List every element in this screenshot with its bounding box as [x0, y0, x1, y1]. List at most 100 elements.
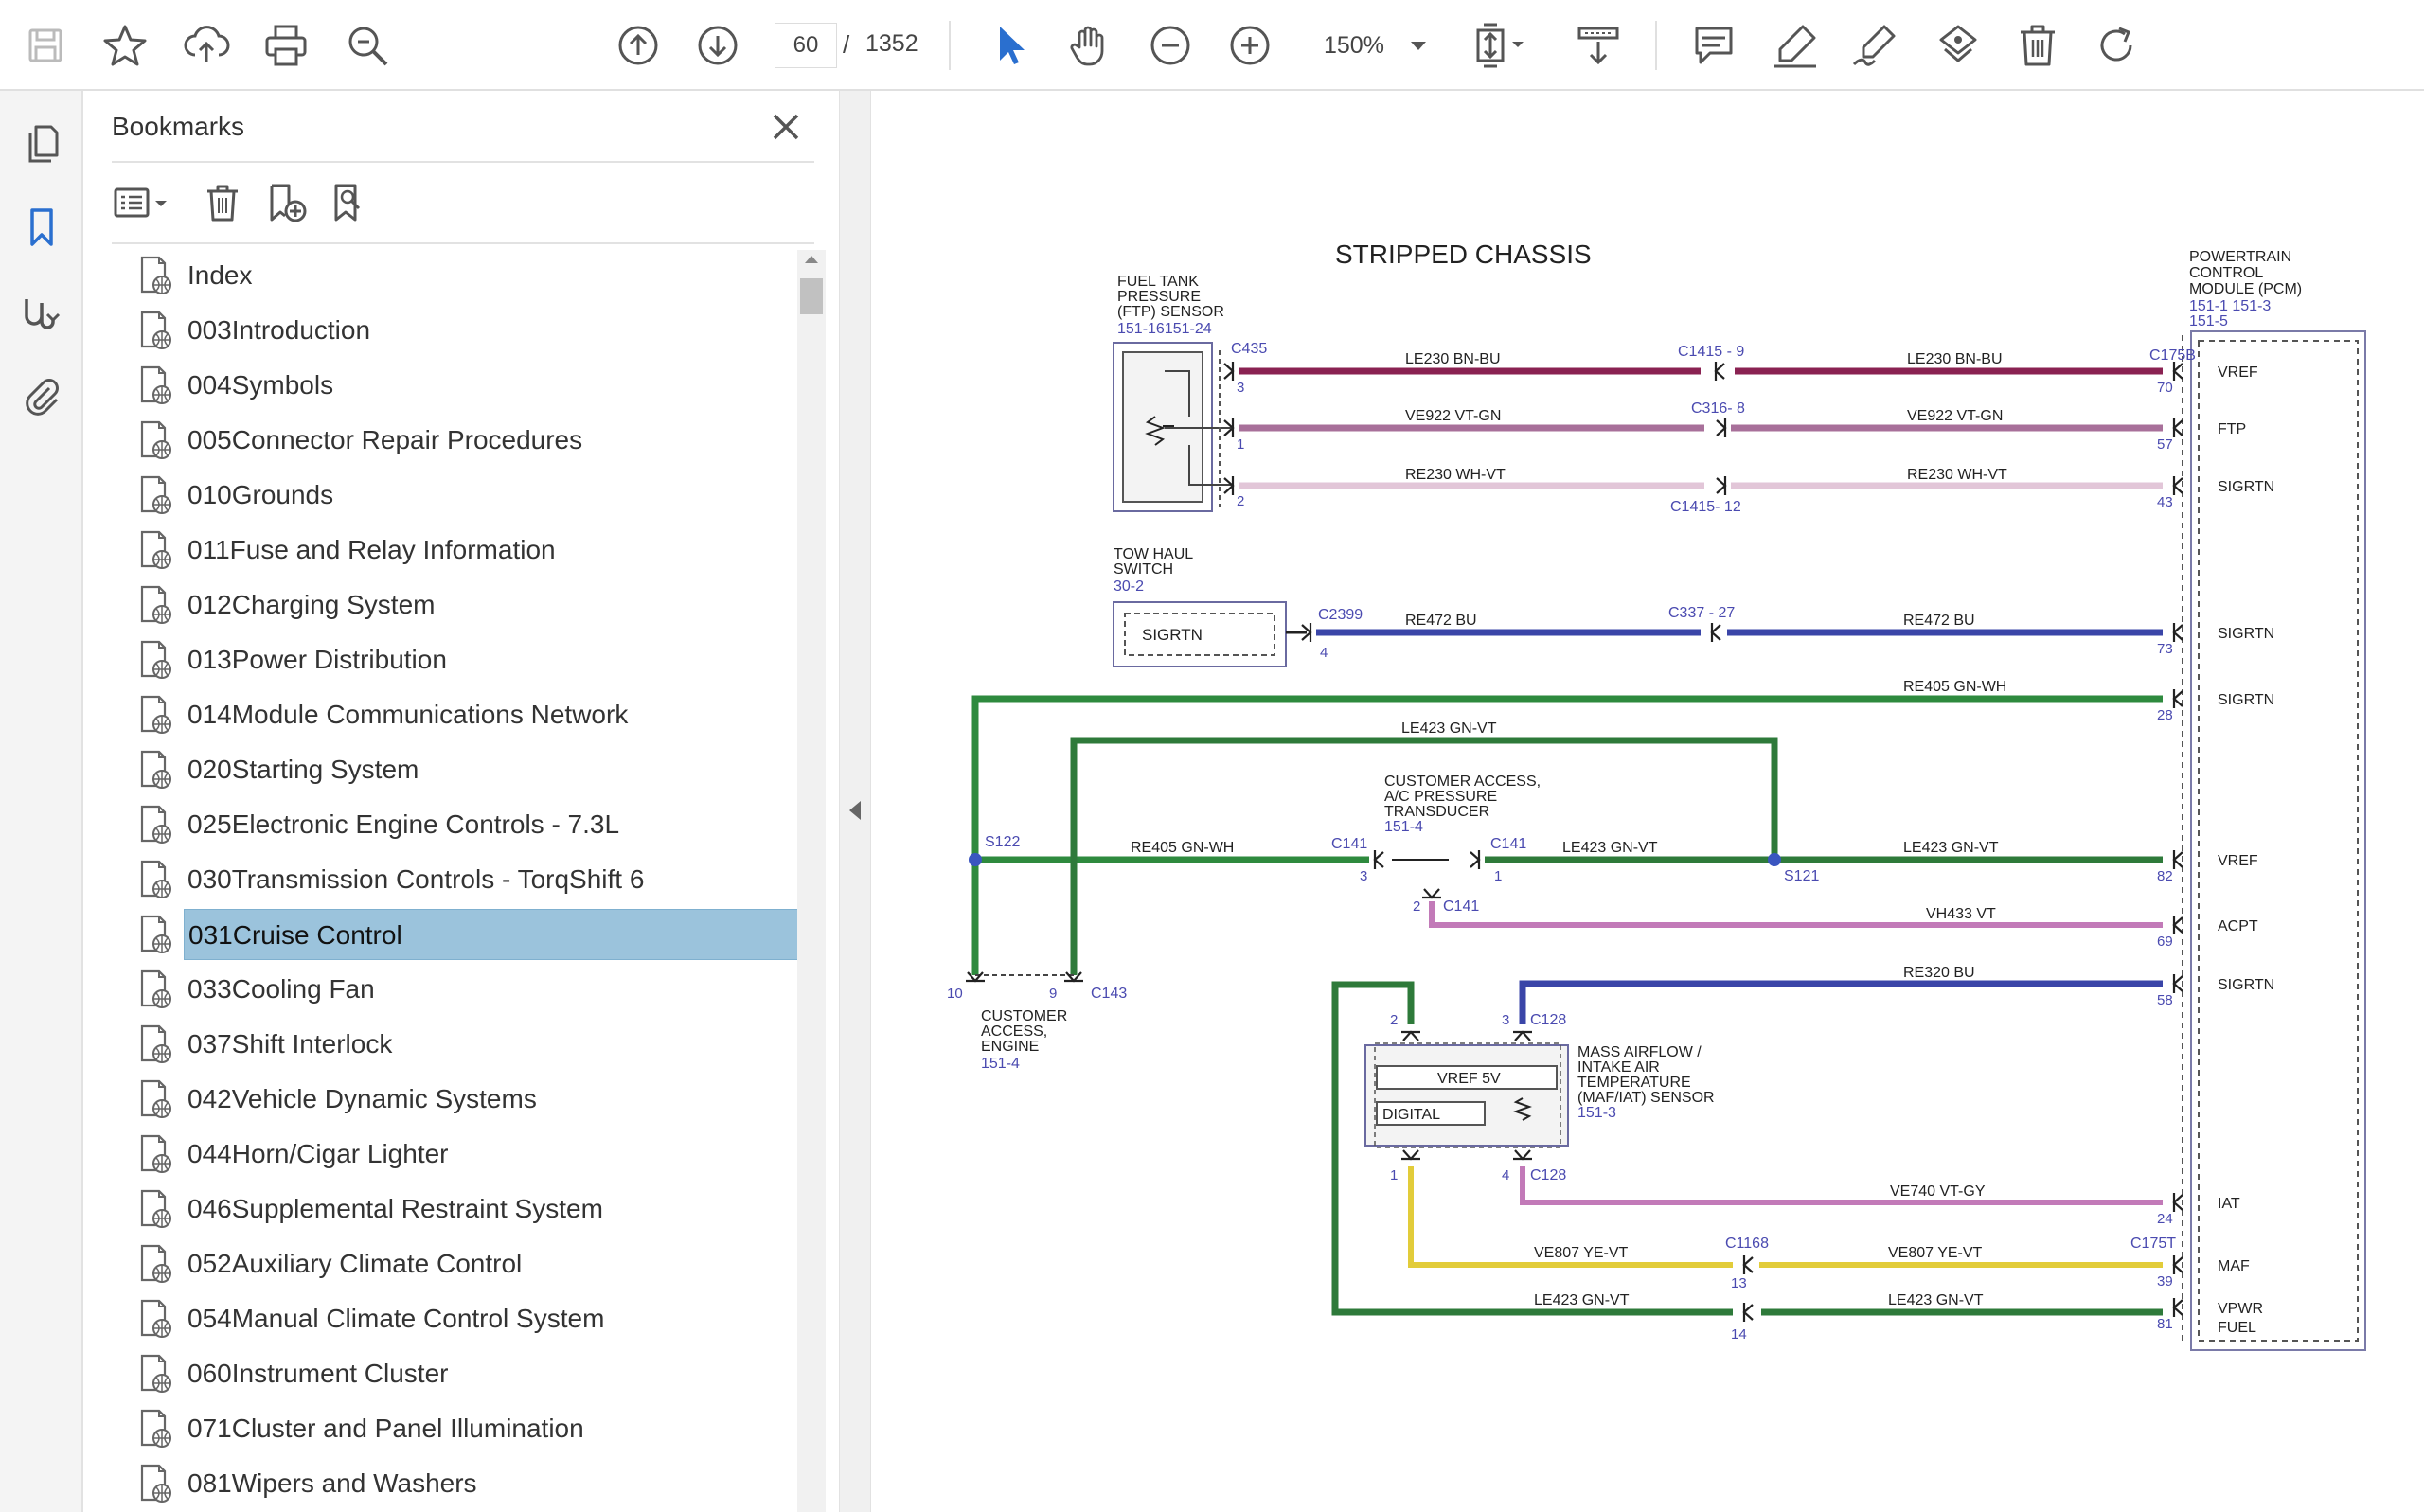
bookmark-item[interactable]: 081Wipers and Washers [136, 1458, 799, 1509]
print-icon[interactable] [258, 17, 314, 74]
page-up-icon[interactable] [610, 17, 667, 74]
tow-switch-inner [1124, 613, 1275, 656]
comment-icon[interactable] [1685, 17, 1742, 74]
zoom-out-icon[interactable] [1142, 17, 1199, 74]
bookmark-item[interactable]: 013Power Distribution [136, 634, 799, 685]
pin-label: 3 [1360, 868, 1367, 884]
delete-icon[interactable] [2009, 17, 2066, 74]
sign-icon[interactable] [1846, 17, 1903, 74]
pcm-pin-name: SIGRTN [2218, 977, 2274, 993]
bookmark-scrollbar[interactable] [797, 250, 826, 1512]
ac-transducer-label: A/C PRESSURE [1384, 789, 1497, 805]
wire-vh433 [1429, 901, 2163, 928]
bookmark-item[interactable]: Index [136, 250, 799, 301]
bookmark-item[interactable]: 033Cooling Fan [136, 964, 799, 1015]
zoom-level-select[interactable]: 150% [1305, 23, 1437, 68]
hand-icon[interactable] [1060, 17, 1117, 74]
bookmark-label: 013Power Distribution [187, 645, 447, 674]
page-down-icon[interactable] [689, 17, 746, 74]
connector-arrow [1513, 1030, 1532, 1041]
bookmark-label: 003Introduction [187, 315, 371, 345]
bookmark-item[interactable]: 012Charging System [136, 579, 799, 631]
wire-label: LE423 GN-VT [1888, 1292, 1984, 1308]
signatures-icon[interactable] [17, 288, 66, 337]
pcm-pin-number: 39 [2157, 1273, 2173, 1290]
bookmarks-icon[interactable] [17, 203, 66, 252]
pin-label: 1 [1494, 868, 1502, 884]
bookmark-item[interactable]: 044Horn/Cigar Lighter [136, 1129, 799, 1180]
ac-transducer-label: CUSTOMER ACCESS, [1384, 774, 1541, 790]
wire-ve740 [1520, 1166, 2163, 1205]
fit-page-icon[interactable] [1466, 17, 1542, 74]
bookmark-page-icon [140, 860, 171, 898]
zoom-in-icon[interactable] [1221, 17, 1278, 74]
find-bookmark-icon[interactable] [326, 178, 373, 227]
scroll-mode-icon[interactable] [1570, 17, 1627, 74]
wire-label: RE472 BU [1405, 613, 1477, 629]
bookmark-page-icon [140, 256, 171, 294]
bookmark-item[interactable]: 010Grounds [136, 470, 799, 521]
wire-label: RE405 GN-WH [1131, 840, 1234, 856]
bookmark-item[interactable]: 004Symbols [136, 360, 799, 411]
connector-arrow [1301, 623, 1312, 642]
scroll-thumb[interactable] [800, 278, 823, 314]
pin-label: 13 [1731, 1275, 1747, 1291]
thermistor-symbol [1513, 1097, 1532, 1121]
select-pointer-icon[interactable] [981, 17, 1038, 74]
highlight-icon[interactable] [1767, 17, 1824, 74]
add-bookmark-icon[interactable] [263, 178, 311, 227]
close-icon[interactable] [769, 110, 803, 144]
bookmark-page-icon [140, 585, 171, 624]
bookmark-item[interactable]: 060Instrument Cluster [136, 1348, 799, 1399]
bookmark-item[interactable]: 003Introduction [136, 305, 799, 356]
pcm-box [2190, 330, 2366, 1351]
zoom-search-icon[interactable] [339, 17, 396, 74]
delete-bookmark-icon[interactable] [199, 178, 246, 227]
bookmark-label: 052Auxiliary Climate Control [187, 1249, 523, 1278]
pcm-pin-number: 73 [2157, 641, 2173, 657]
bookmark-item[interactable]: 031Cruise Control [136, 909, 799, 960]
pcm-pin-arrow [2172, 1298, 2183, 1317]
bookmark-item[interactable]: 020Starting System [136, 744, 799, 795]
collapse-panel-icon[interactable] [849, 801, 861, 820]
page-number-input[interactable]: 60 [775, 23, 837, 68]
rotate-icon[interactable] [2089, 17, 2146, 74]
bookmark-item[interactable]: 030Transmission Controls - TorqShift 6 [136, 854, 799, 905]
stamp-icon[interactable] [1928, 17, 1985, 74]
panel-title: Bookmarks [112, 112, 245, 141]
bookmark-item[interactable]: 042Vehicle Dynamic Systems [136, 1074, 799, 1125]
save-icon[interactable] [17, 17, 74, 74]
bookmark-item[interactable]: 052Auxiliary Climate Control [136, 1238, 799, 1290]
upload-icon[interactable] [178, 17, 235, 74]
bookmark-item[interactable]: 005Connector Repair Procedures [136, 415, 799, 466]
bookmark-item[interactable]: 071Cluster and Panel Illumination [136, 1403, 799, 1454]
panel-splitter[interactable] [839, 91, 871, 1512]
attachments-icon[interactable] [17, 371, 66, 420]
scroll-up-icon[interactable] [805, 256, 818, 263]
connector-arrow [1716, 476, 1727, 495]
pages-icon[interactable] [17, 119, 66, 169]
bookmark-item[interactable]: 046Supplemental Restraint System [136, 1183, 799, 1235]
pcm-pin-name: ACPT [2218, 918, 2258, 934]
connector-arrow [1714, 362, 1725, 381]
toolbar-divider [1655, 21, 1657, 70]
bookmark-item[interactable]: 054Manual Climate Control System [136, 1293, 799, 1344]
bookmark-label: 054Manual Climate Control System [187, 1304, 605, 1333]
bookmark-item[interactable]: 011Fuse and Relay Information [136, 525, 799, 576]
connector-arrow [1373, 850, 1384, 869]
connector-label: C141 [1331, 836, 1367, 852]
bookmark-label: 014Module Communications Network [187, 700, 629, 729]
bookmark-item[interactable]: 025Electronic Engine Controls - 7.3L [136, 799, 799, 850]
connector-arrow [1513, 1149, 1532, 1161]
pcm-pin-arrow [2172, 362, 2183, 381]
bookmark-item[interactable]: 014Module Communications Network [136, 689, 799, 740]
connector-arrow [1401, 1030, 1420, 1041]
pin-label: 2 [1390, 1012, 1398, 1028]
splice-label: S122 [985, 834, 1020, 850]
maf-label: INTAKE AIR [1577, 1059, 1660, 1076]
bookmark-item[interactable]: 037Shift Interlock [136, 1019, 799, 1070]
bookmark-options-icon[interactable] [112, 178, 178, 227]
bookmark-star-icon[interactable] [97, 17, 153, 74]
